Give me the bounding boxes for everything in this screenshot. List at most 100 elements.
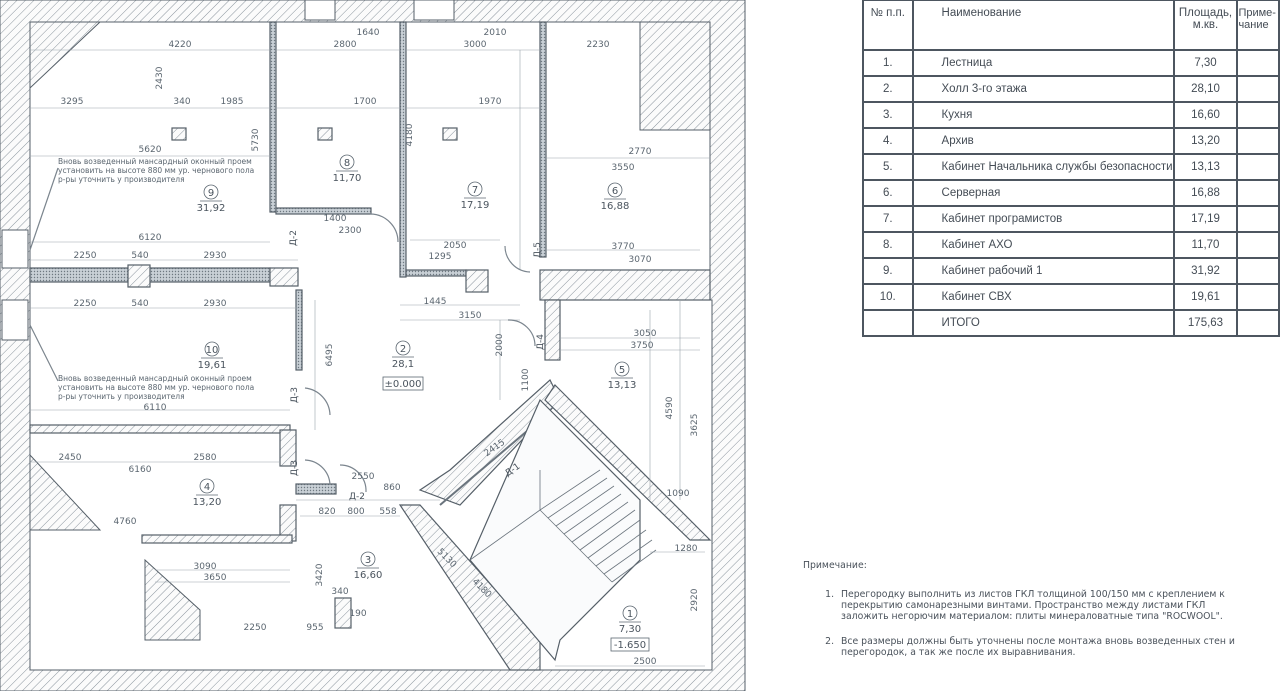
dimension-label: 2500 [634,657,657,667]
row-note [1236,179,1280,207]
dimension-label: 3770 [612,242,635,252]
row-note [1236,283,1280,311]
room-number-circle [203,184,219,200]
row-num: 6. [862,179,914,207]
dimension-label: 2010 [484,28,507,38]
row-area: 16,60 [1172,101,1239,129]
room-labels: 17,30228,1316,60413,20513,13616,88717,19… [193,154,641,635]
row-num: 4. [862,127,914,155]
row-name: Кухня [911,101,1175,129]
note-item: Перегородку выполнить из листов ГКЛ толщ… [837,589,1243,622]
row-num: 7. [862,205,914,233]
room-area: 16,60 [354,570,383,581]
dimension-label: 6160 [129,465,152,475]
room-number-circle [607,182,623,198]
room-area: 11,70 [333,173,362,184]
row-num: 10. [862,283,914,311]
row-note [1236,127,1280,155]
room-label-4: 413,20 [193,478,221,508]
row-area: 13,20 [1172,127,1239,155]
dimension-label: 2000 [495,333,505,356]
dimension-label: 4760 [114,517,137,527]
dimension-label: 1295 [429,252,452,262]
total-label: ИТОГО [911,309,1175,337]
row-area: 17,19 [1172,205,1239,233]
dimension-label: 2250 [244,623,267,633]
row-name: Кабинет АХО [911,231,1175,259]
room-label-8: 811,70 [333,154,362,184]
row-name: Лестница [911,49,1175,77]
dimension-label: 6110 [144,403,167,413]
window-note-room-10: Вновь возведенный мансардный оконный про… [58,374,254,401]
row-area: 7,30 [1172,49,1239,77]
row-area: 11,70 [1172,231,1239,259]
row-num: 5. [862,153,914,181]
door-label: Д-5 [533,242,543,258]
room-number-circle [339,154,355,170]
room-schedule-table: № п.п. Наименование Площадь, м.кв. Приме… [862,0,1280,337]
row-name: Холл 3-го этажа [911,75,1175,103]
dimension-label: 3090 [194,562,217,572]
table-row: 7. Кабинет програмистов 17,19 [862,205,1280,233]
dimension-label: 2920 [690,588,700,611]
room-number: 3 [365,555,371,566]
row-name: Кабинет рабочий 1 [911,257,1175,285]
dimension-label: 2580 [194,453,217,463]
row-name: Серверная [911,179,1175,207]
room-number: 9 [208,188,214,199]
floor-plan: 17,30228,1316,60413,20513,13616,88717,19… [0,0,746,691]
stair-level-mark: -1.650 [614,640,646,651]
dimension-label: 2930 [204,299,227,309]
row-name: Архив [911,127,1175,155]
table-total-row: ИТОГО 175,63 [862,309,1280,337]
row-area: 31,92 [1172,257,1239,285]
room-area: 17,19 [461,200,490,211]
dimension-label: 1445 [424,297,447,307]
room-label-2: 228,1 [392,340,414,370]
door-label: Д-2 [289,230,299,246]
window-note-text: Вновь возведенный мансардный оконный про… [58,157,254,184]
row-note [1236,101,1280,129]
room-area: 31,92 [197,203,226,214]
dimension-label: 340 [173,97,190,107]
room-number: 7 [472,185,478,196]
dimension-label: 3650 [204,573,227,583]
dimension-label: 540 [131,251,148,261]
room-area: 16,88 [601,201,630,212]
dimension-label: 4220 [169,40,192,50]
dimension-label: 820 [318,507,335,517]
header-area: Площадь, м.кв. [1172,0,1239,51]
room-number-circle [395,340,411,356]
room-number-circle [622,605,638,621]
dimension-label: 1400 [324,214,347,224]
dimension-label: 2450 [59,453,82,463]
dimension-label: 3150 [459,311,482,321]
room-number: 2 [400,344,406,355]
room-area: 7,30 [619,624,641,635]
table-row: 4. Архив 13,20 [862,127,1280,155]
dimension-label: 3295 [61,97,84,107]
window-note-text: Вновь возведенный мансардный оконный про… [58,374,254,401]
dimension-label: 5730 [251,128,261,151]
dimension-label: 2800 [334,40,357,50]
dimension-label: 1100 [521,368,531,391]
interior-walls [29,21,712,671]
header-name: Наименование [911,0,1175,51]
room-number: 8 [344,158,350,169]
dimension-label: 1280 [675,544,698,554]
dimension-label: 2230 [587,40,610,50]
row-area: 16,88 [1172,179,1239,207]
dimension-label: 800 [347,507,364,517]
table-header-row: № п.п. Наименование Площадь, м.кв. Приме… [862,0,1280,51]
dimension-label: 6120 [139,233,162,243]
room-number: 1 [627,609,633,620]
row-num: 3. [862,101,914,129]
row-num: 9. [862,257,914,285]
row-num: 1. [862,49,914,77]
total-note [1236,309,1280,337]
header-note: Приме-чание [1236,0,1280,51]
dimension-label: 1985 [221,97,244,107]
room-number-circle [204,341,220,357]
